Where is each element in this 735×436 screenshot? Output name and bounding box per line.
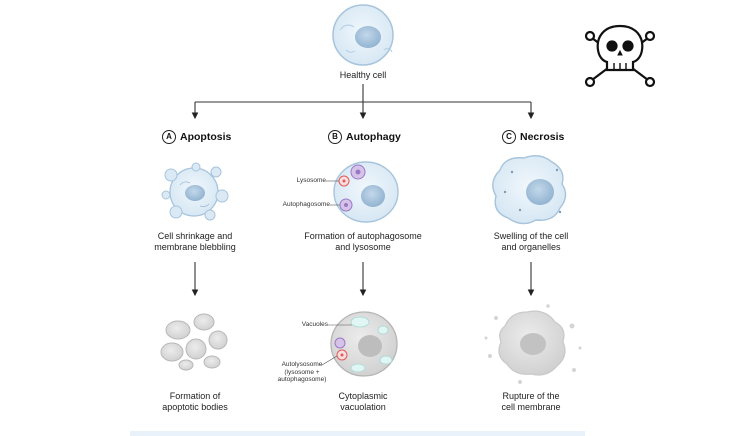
necrosis-title: Necrosis — [520, 131, 565, 143]
branch-connector — [191, 84, 535, 297]
apoptotic-bodies-icon — [160, 313, 228, 371]
autolysosome-callout: Autolysosome (lysosome + autophagosome) — [277, 361, 327, 383]
lysosome-callout: Lysosome — [296, 177, 326, 184]
necrosis-letter-badge: C — [502, 130, 516, 144]
apoptosis-step2-caption: Formation of apoptotic bodies — [162, 391, 228, 412]
ruptured-cell-icon — [484, 304, 582, 384]
autophagy-cell-icon — [326, 161, 399, 223]
bottom-divider — [130, 431, 585, 436]
healthy-cell-icon — [332, 4, 394, 66]
skull-crossbones-icon — [584, 24, 656, 88]
apoptosis-letter-badge: A — [162, 130, 176, 144]
apoptosis-title: Apoptosis — [180, 131, 232, 143]
vacuoles-callout: Vacuoles — [301, 321, 328, 328]
necrosis-swollen-cell-icon — [492, 155, 567, 225]
healthy-cell-label: Healthy cell — [339, 70, 387, 80]
apoptosis-step1-caption: Cell shrinkage and membrane blebbling — [154, 231, 236, 252]
necrosis-step1-caption: Swelling of the cell and organelles — [493, 231, 569, 252]
vacuolated-cell-icon — [321, 311, 398, 377]
necrosis-step2-caption: Rupture of the cell membrane — [501, 391, 561, 412]
autophagy-step1-caption: Formation of autophagosome and lysosome — [304, 231, 422, 252]
apoptosis-shrunken-cell-icon — [161, 162, 229, 221]
autophagosome-callout: Autophagosome — [282, 201, 330, 208]
autophagy-step2-caption: Cytoplasmic vacuolation — [338, 391, 388, 412]
autophagy-letter-badge: B — [328, 130, 342, 144]
autophagy-title: Autophagy — [346, 131, 401, 143]
